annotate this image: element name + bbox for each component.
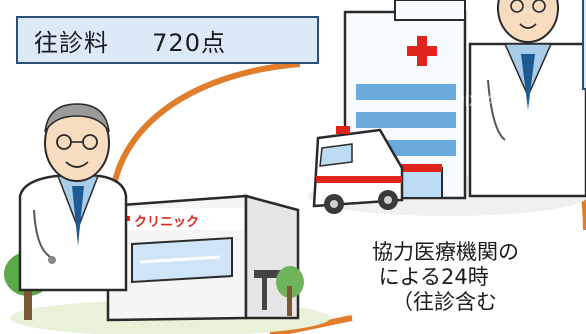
clinic-building: クリニック — [4, 194, 330, 334]
fee-label: 往診料 — [34, 28, 109, 57]
fee-value: 720点 — [152, 28, 226, 57]
clinic-sign: クリニック — [134, 215, 199, 230]
ambulance — [312, 126, 404, 214]
doctor-right — [468, 0, 586, 198]
red-cross-icon — [407, 36, 437, 66]
connector-arc-left — [109, 61, 301, 199]
home-visit-fee-box: 往診料 720点 — [16, 16, 319, 64]
watermark: PIXTA — [456, 94, 495, 110]
coop-text-line-3: （往診含む — [372, 290, 498, 314]
coop-text-line-1: 協力医療機関の — [372, 240, 519, 264]
tree-icon — [276, 266, 304, 316]
doctor-left — [18, 103, 128, 292]
connector-arc-bottom — [269, 315, 353, 334]
cooperating-institution-text: 協力医療機関の による24時 （往診含む — [372, 240, 586, 315]
coop-text-line-2: による24時 — [372, 265, 489, 289]
right-info-box-edge — [582, 0, 586, 90]
